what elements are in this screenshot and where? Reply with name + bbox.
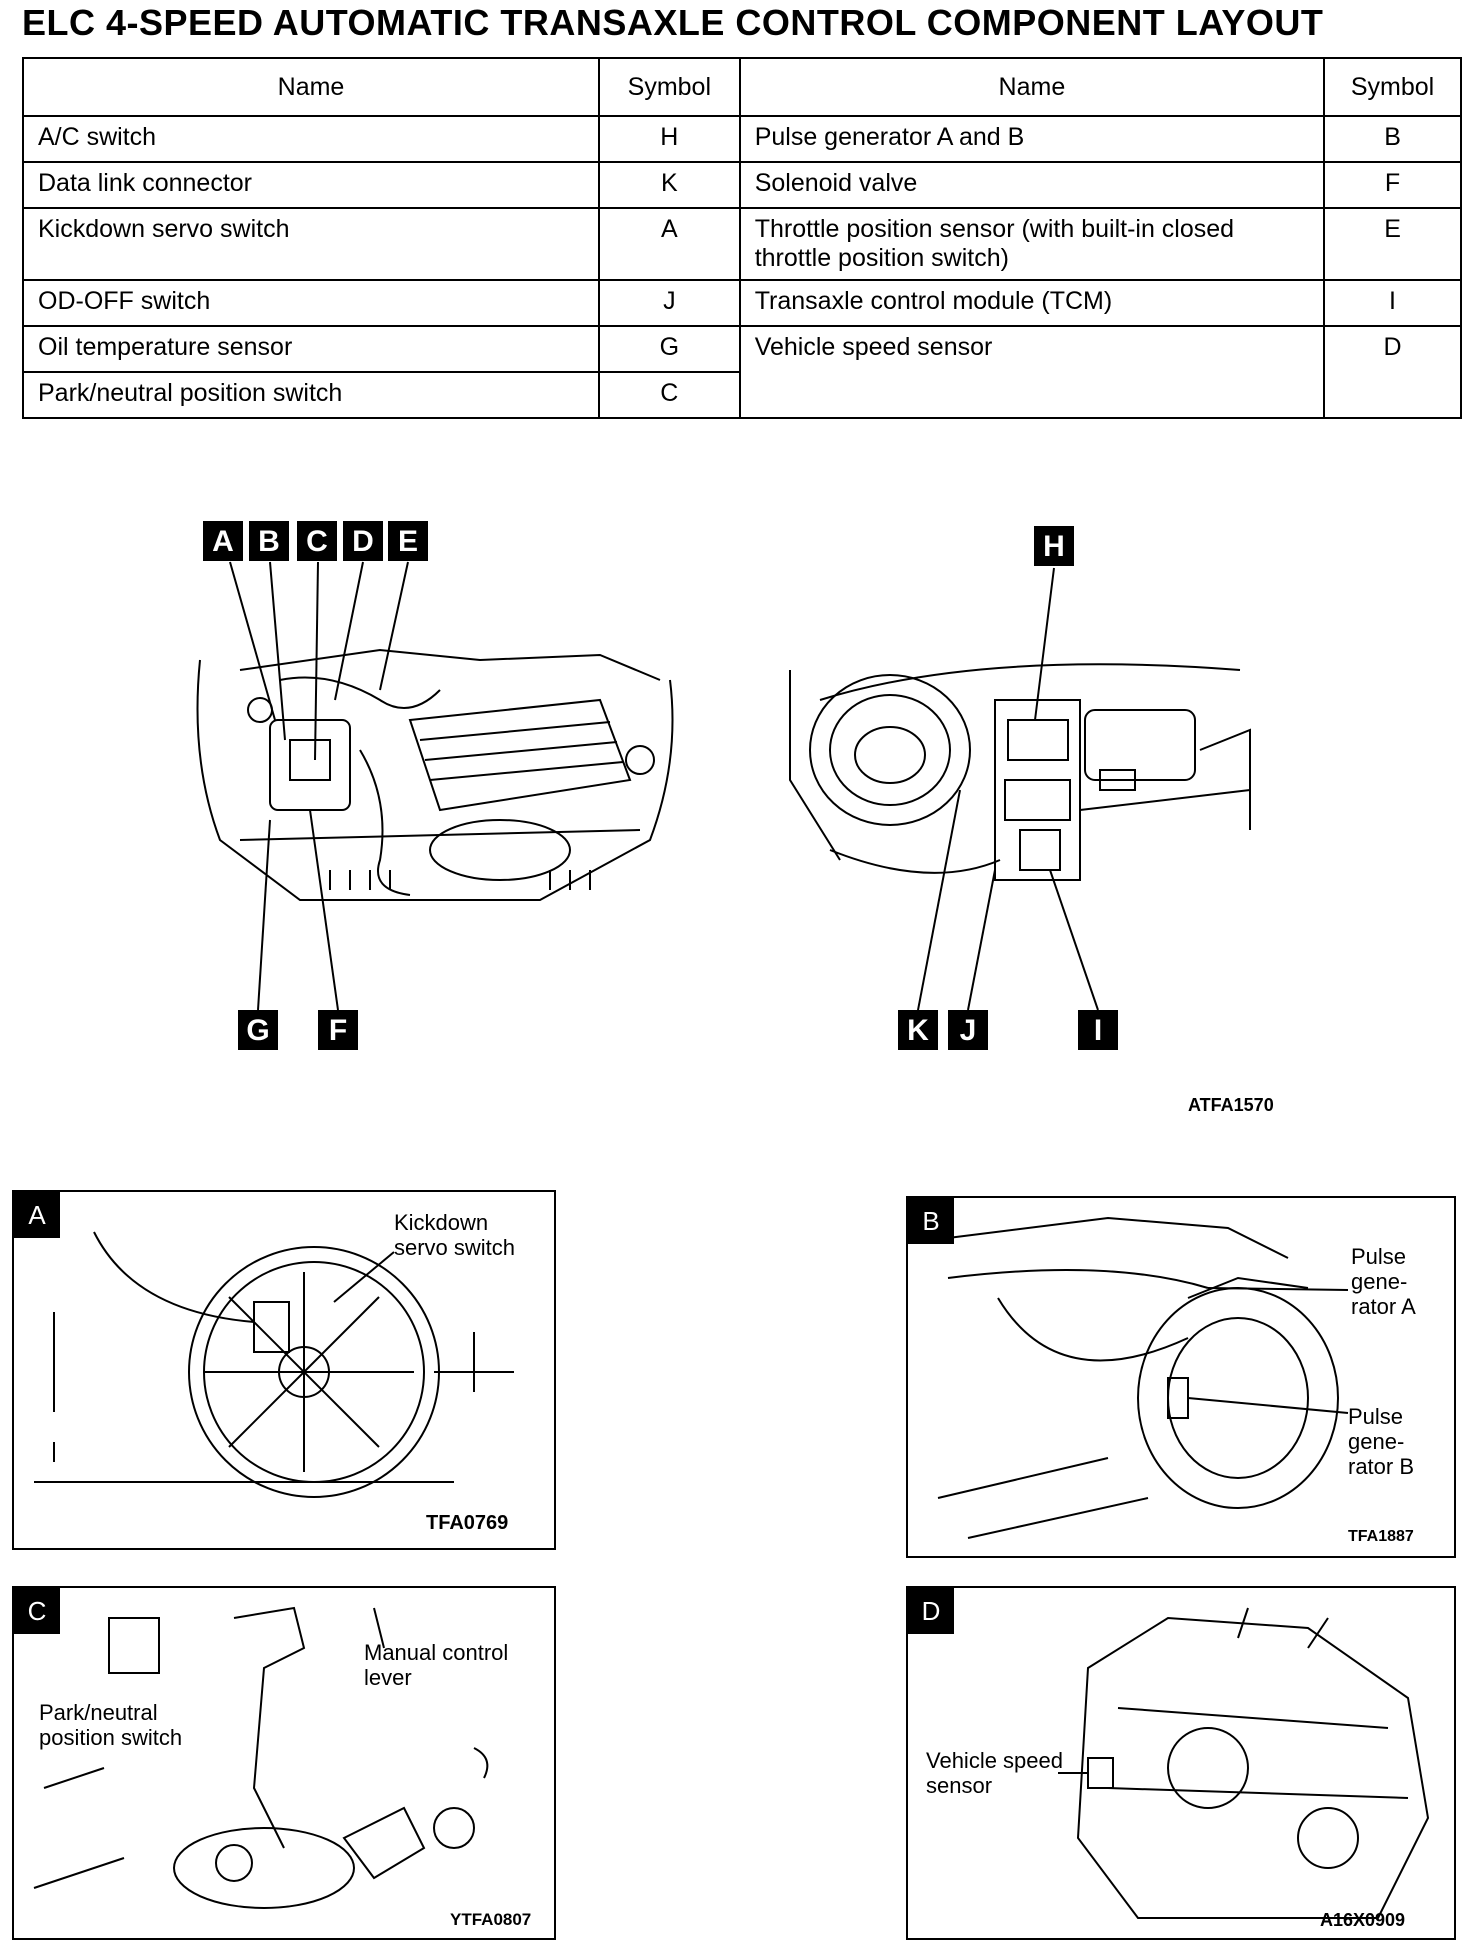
pulse-generator-drawing — [937, 1216, 1349, 1539]
callout-label-d: D — [343, 521, 383, 561]
panel-code-d: A16X0909 — [1320, 1910, 1406, 1930]
panel-label-c: C — [14, 1588, 60, 1634]
figure-reference-code: ATFA1570 — [1188, 1095, 1274, 1115]
transaxle-drawing — [1058, 1607, 1430, 1919]
pulse-b-line2: gene- — [1348, 1429, 1405, 1454]
callout-label-g: G — [238, 1010, 278, 1050]
header-name: Name — [22, 57, 600, 117]
header-symbol: Symbol — [1323, 57, 1462, 117]
component-symbol: K — [597, 161, 741, 209]
component-symbol: J — [597, 279, 741, 327]
panel-code-a: TFA0769 — [426, 1512, 509, 1534]
component-name: Pulse generator A and B — [738, 115, 1326, 163]
callout-label-c: C — [297, 521, 337, 561]
manual-lever-line2: lever — [364, 1665, 412, 1690]
pulse-a-line3: rator A — [1351, 1294, 1416, 1319]
kickdown-label-line2: servo switch — [394, 1235, 516, 1260]
pulse-b-line3: rator B — [1348, 1454, 1415, 1479]
panel-label-d: D — [908, 1588, 954, 1634]
header-name: Name — [738, 57, 1326, 117]
component-name: Throttle position sensor (with built-in … — [738, 207, 1326, 281]
park-neutral-line2: position switch — [39, 1725, 183, 1750]
table-row: Kickdown servo switch A Throttle positio… — [22, 207, 1462, 281]
component-symbol: C — [597, 371, 741, 419]
callout-label-i: I — [1078, 1010, 1118, 1050]
table-row: Data link connector K Solenoid valve F — [22, 161, 1462, 209]
callout-label-b: B — [249, 521, 289, 561]
callout-label-h: H — [1034, 526, 1074, 566]
park-neutral-line1: Park/neutral — [39, 1700, 158, 1725]
detail-panel-a: A Kickdown servo switch TFA0769 — [12, 1190, 556, 1550]
callout-label-a: A — [203, 521, 243, 561]
callout-label-k: K — [898, 1010, 938, 1050]
detail-panel-c: C Manual control lever Park/neutral posi… — [12, 1586, 556, 1940]
detail-panel-b: B Pulse gene- rator A Pulse gene- rator … — [906, 1196, 1456, 1558]
kickdown-label-line1: Kickdown — [394, 1210, 489, 1235]
component-name: Vehicle speed sensor — [738, 325, 1326, 419]
component-symbol: A — [597, 207, 741, 281]
panel-code-c: YTFA0807 — [450, 1910, 532, 1929]
table-row: A/C switch H Pulse generator A and B B — [22, 115, 1462, 163]
manual-lever-line1: Manual control — [364, 1640, 509, 1665]
panel-label-b: B — [908, 1198, 954, 1244]
table-header-row: Name Symbol Name Symbol — [22, 57, 1462, 117]
component-symbol: B — [1323, 115, 1462, 163]
header-symbol: Symbol — [597, 57, 741, 117]
table-row: Park/neutral position switch C — [22, 371, 1461, 419]
component-symbol: F — [1323, 161, 1462, 209]
speed-sensor-line2: sensor — [926, 1773, 993, 1798]
table-row: Oil temperature sensor G Vehicle speed s… — [22, 325, 1462, 419]
component-name: Transaxle control module (TCM) — [738, 279, 1326, 327]
callout-label-j: J — [948, 1010, 988, 1050]
component-table: Name Symbol Name Symbol A/C switch H Pul… — [22, 57, 1462, 419]
pulse-b-line1: Pulse — [1348, 1404, 1404, 1429]
panel-label-a: A — [14, 1192, 60, 1238]
component-name: Park/neutral position switch — [22, 371, 600, 419]
interior-leader-lines — [917, 567, 1099, 1011]
callout-label-f: F — [318, 1010, 358, 1050]
component-symbol: G — [597, 325, 741, 373]
park-neutral-switch-drawing — [33, 1606, 489, 1909]
component-symbol: H — [597, 115, 741, 163]
table-row: OD-OFF switch J Transaxle control module… — [22, 279, 1462, 327]
detail-panel-d: D Vehicle speed sensor A16X0909 — [906, 1586, 1456, 1940]
panel-code-b: TFA1887 — [1348, 1528, 1414, 1545]
component-name: A/C switch — [22, 115, 600, 163]
engine-leader-lines — [229, 561, 409, 1011]
component-name: Data link connector — [22, 161, 600, 209]
kickdown-servo-drawing — [34, 1231, 514, 1498]
speed-sensor-line1: Vehicle speed — [926, 1748, 1063, 1773]
component-symbol: D — [1323, 325, 1462, 419]
callout-label-e: E — [388, 521, 428, 561]
component-name: Oil temperature sensor — [22, 325, 600, 373]
page-title: ELC 4-SPEED AUTOMATIC TRANSAXLE CONTROL … — [22, 2, 1324, 43]
pulse-a-line2: gene- — [1351, 1269, 1408, 1294]
component-name: OD-OFF switch — [22, 279, 600, 327]
component-symbol: E — [1323, 207, 1462, 281]
component-name: Solenoid valve — [738, 161, 1326, 209]
component-name: Kickdown servo switch — [22, 207, 600, 281]
pulse-a-line1: Pulse — [1351, 1244, 1407, 1269]
component-symbol: I — [1323, 279, 1462, 327]
